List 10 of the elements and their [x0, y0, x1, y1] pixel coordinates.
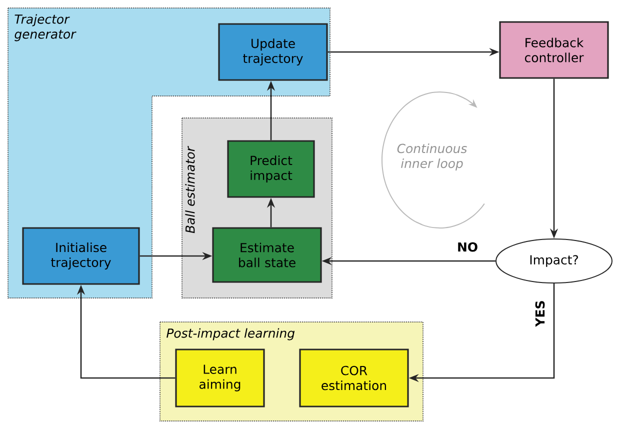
process-box: Initialise trajectory [22, 227, 140, 285]
note-text: Continuous inner loop [397, 144, 467, 170]
edge-label: NO [456, 241, 479, 253]
process-box: Feedback controller [499, 21, 609, 79]
process-box: Update trajectory [218, 23, 328, 81]
process-box: Learn aiming [175, 348, 265, 408]
process-box: Predict impact [227, 140, 315, 198]
process-box: COR estimation [299, 348, 409, 408]
edge-label: YES [534, 299, 546, 328]
process-box: Estimate ball state [212, 227, 322, 283]
